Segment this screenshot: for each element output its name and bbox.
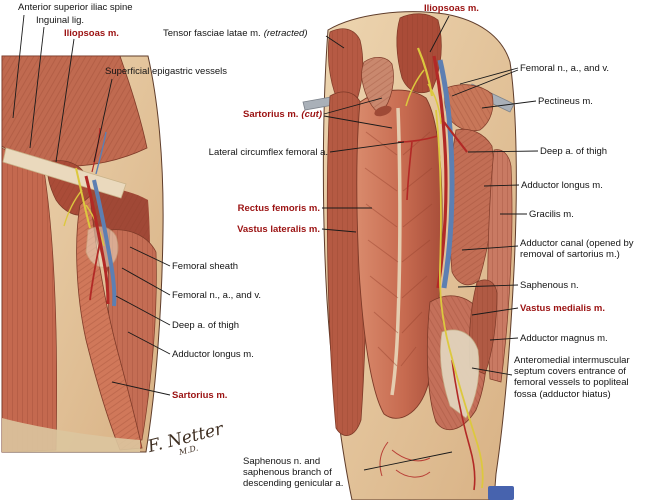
label-sartorius-cut: Sartorius m.(cut) bbox=[243, 109, 322, 120]
left-figure bbox=[1, 55, 164, 453]
label-iliopsoas-right: Iliopsoas m. bbox=[424, 3, 479, 14]
femoral-vessels-right bbox=[397, 55, 476, 491]
label-adductor-magnus: Adductor magnus m. bbox=[520, 333, 608, 344]
label-superficial-epigastric: Superficial epigastric vessels bbox=[105, 66, 227, 77]
rectus-fiber-chevrons bbox=[364, 131, 433, 367]
label-tensor-fasciae-latae: Tensor fasciae latae m.(retracted) bbox=[163, 28, 308, 39]
label-rectus-femoris: Rectus femoris m. bbox=[237, 203, 320, 214]
femoral-artery-right bbox=[432, 55, 448, 289]
label-adductor-longus-left: Adductor longus m. bbox=[172, 349, 254, 360]
femoral-vein-right bbox=[437, 59, 455, 289]
label-sartorius-cut-text: Sartorius m. bbox=[242, 109, 299, 120]
label-tensor-fasciae-latae-text: Tensor fasciae latae m. bbox=[163, 28, 261, 39]
label-saphenous-n: Saphenous n. bbox=[520, 280, 579, 291]
label-sartorius-left: Sartorius m. bbox=[172, 390, 228, 401]
right-figure bbox=[302, 11, 517, 500]
label-gracilis: Gracilis m. bbox=[529, 209, 574, 220]
saphenous-nerve-path bbox=[435, 109, 484, 489]
label-femoral-sheath: Femoral sheath bbox=[172, 261, 239, 272]
label-femoral-nav-left: Femoral n., a., and v. bbox=[172, 290, 262, 301]
label-adductor-longus-right: Adductor longus m. bbox=[521, 180, 603, 191]
label-deep-a-thigh-left: Deep a. of thigh bbox=[172, 320, 240, 331]
deep-artery-of-thigh bbox=[443, 121, 468, 153]
rectus-central-tendon bbox=[390, 107, 402, 396]
lateral-circumflex-artery bbox=[397, 135, 439, 201]
label-pectineus: Pectineus m. bbox=[538, 96, 593, 107]
label-sartorius-cut-note: (cut) bbox=[301, 109, 322, 120]
label-deep-a-thigh-right: Deep a. of thigh bbox=[540, 146, 608, 157]
label-lateral-circumflex: Lateral circumflex femoral a. bbox=[208, 147, 328, 158]
rectus-femoris-muscle bbox=[356, 89, 443, 419]
descending-genicular-artery bbox=[451, 359, 476, 491]
leader-lines bbox=[12, 14, 539, 471]
label-vastus-lateralis: Vastus lateralis m. bbox=[237, 224, 320, 235]
label-inguinal-lig: Inguinal lig. bbox=[36, 15, 85, 26]
label-femoral-nav-right: Femoral n., a., and v. bbox=[520, 63, 610, 74]
label-iliopsoas-left: Iliopsoas m. bbox=[64, 28, 119, 39]
femoral-nerve-right bbox=[405, 47, 484, 489]
plate-corner-marker bbox=[488, 486, 514, 500]
label-anteromedial-septum: Anteromedial intermuscular septum covers… bbox=[514, 355, 630, 400]
label-anterior-superior-iliac-spine: Anterior superior iliac spine bbox=[18, 2, 133, 13]
femoral-vein-left bbox=[92, 131, 117, 307]
label-tensor-fasciae-latae-note: (retracted) bbox=[263, 28, 308, 39]
sartorius-cut-stub bbox=[361, 56, 395, 117]
label-adductor-canal: Adductor canal (opened by removal of sar… bbox=[520, 238, 634, 261]
label-saphenous-branch: Saphenous n. and saphenous branch of des… bbox=[243, 456, 344, 490]
label-vastus-medialis: Vastus medialis m. bbox=[520, 303, 606, 314]
